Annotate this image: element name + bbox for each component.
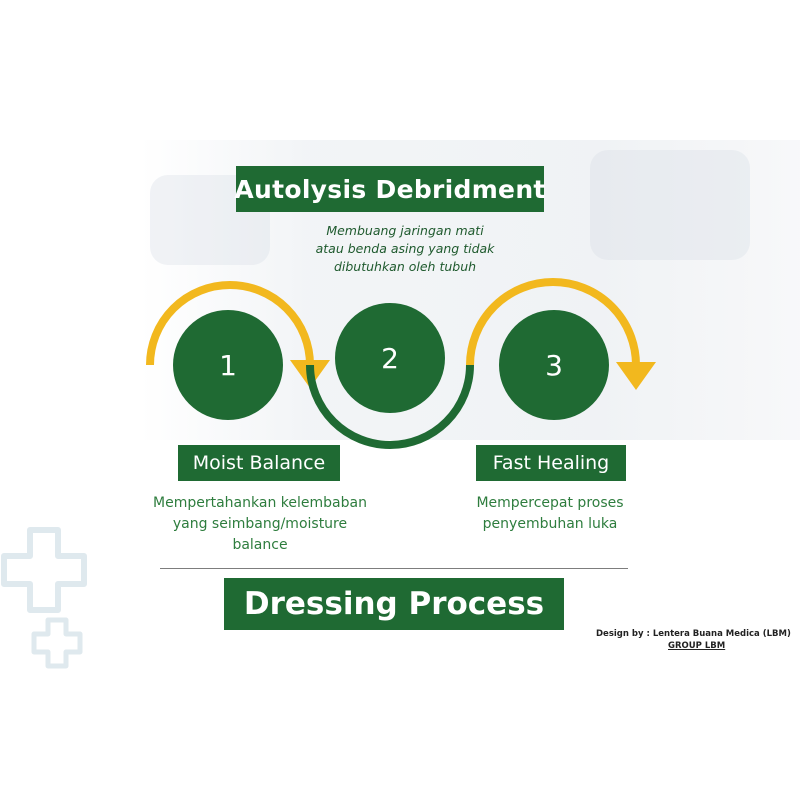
dressing-process-title: Dressing Process (243, 586, 545, 622)
subtitle-line: dibutuhkan oleh tubuh (333, 259, 477, 274)
moist-balance-description: Mempertahankan kelembaban yang seimbang/… (130, 493, 390, 556)
design-credit: Design by : Lentera Buana Medica (LBM) G… (596, 628, 800, 652)
subtitle-line: Membuang jaringan mati (326, 223, 484, 238)
step-number-3: 3 (545, 349, 563, 382)
subtitle-line: atau benda asing yang tidak (315, 241, 495, 256)
fast-healing-description: Mempercepat proses penyembuhan luka (440, 493, 660, 535)
step-circle-2 (335, 303, 445, 413)
background-shape (590, 150, 750, 260)
arrow-head-3 (616, 362, 656, 390)
description-line: penyembuhan luka (482, 516, 618, 532)
moist-balance-title: Moist Balance (192, 452, 326, 474)
title-banner: Autolysis Debridment (234, 166, 546, 212)
moist-balance-label: Moist Balance (178, 445, 340, 481)
credit-line: Design by : Lentera Buana Medica (LBM) (596, 629, 791, 639)
description-line: Mempertahankan kelembaban (153, 495, 367, 511)
divider-line (160, 568, 628, 569)
step-number-1: 1 (219, 349, 237, 382)
connector-arc-2 (306, 364, 474, 449)
description-line: balance (232, 537, 288, 553)
arrow-arc-1 (146, 281, 314, 366)
fast-healing-title: Fast Healing (492, 452, 610, 474)
description-line: Mempercepat proses (476, 495, 624, 511)
dressing-process-banner: Dressing Process (224, 578, 564, 630)
step-circle-1 (173, 310, 283, 420)
title-text: Autolysis Debridment (234, 174, 546, 204)
subtitle-text: Membuang jaringan mati atau benda asing … (270, 222, 540, 276)
fast-healing-label: Fast Healing (476, 445, 626, 481)
description-line: yang seimbang/moisture (172, 516, 348, 532)
step-circle-3 (499, 310, 609, 420)
step-number-2: 2 (381, 342, 399, 375)
credit-group: GROUP LBM (668, 641, 726, 651)
arrow-arc-3 (466, 278, 640, 366)
cross-outline-icon (1, 527, 87, 669)
